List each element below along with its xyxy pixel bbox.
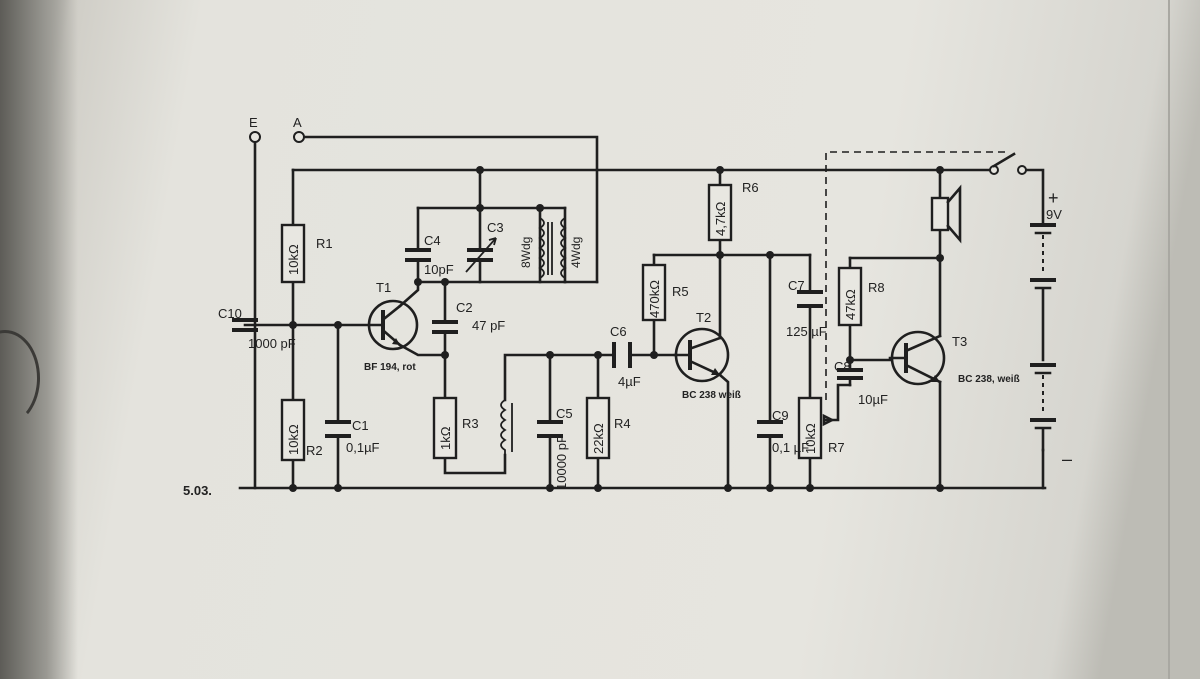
c7-value: 125 µF (786, 324, 827, 339)
c10-value: 1000 pF (248, 336, 296, 351)
page-edge (1168, 0, 1170, 679)
t2-label: T2 (696, 310, 711, 325)
r1-value: 10kΩ (286, 244, 301, 275)
figure-number: 5.03. (183, 483, 212, 498)
c7-label: C7 (788, 278, 805, 293)
r6-value: 4,7kΩ (713, 201, 728, 236)
c2-label: C2 (456, 300, 473, 315)
c9-label: C9 (772, 408, 789, 423)
terminal-a-label: A (293, 115, 302, 130)
transistor-t2 (673, 327, 730, 383)
c6-value: 4µF (618, 374, 641, 389)
transistor-t1 (367, 299, 419, 351)
resistor-r1 (280, 223, 306, 284)
c1-value: 0,1µF (346, 440, 380, 455)
battery-9v (1030, 223, 1056, 452)
c8-value: 10µF (858, 392, 888, 407)
battery-plus-label: + (1048, 188, 1059, 208)
r8-value: 47kΩ (843, 289, 858, 320)
c1-label: C1 (352, 418, 369, 433)
coil-winding1-label: 8Wdg (519, 237, 533, 268)
capacitor-c3-variable (465, 237, 497, 273)
r1-label: R1 (316, 236, 333, 251)
c6-label: C6 (610, 324, 627, 339)
choke-coil (500, 399, 513, 455)
r7-label: R7 (828, 440, 845, 455)
capacitor-c9 (757, 420, 783, 438)
junction-dots (289, 166, 944, 492)
r3-value: 1kΩ (438, 426, 453, 450)
c9-value: 0,1 µF (772, 440, 809, 455)
resistor-r5 (641, 263, 667, 322)
capacitor-c4 (405, 248, 431, 262)
r5-value: 470kΩ (647, 280, 662, 318)
terminal-e (249, 131, 261, 143)
capacitor-c10 (232, 318, 258, 332)
capacitor-c2 (432, 320, 458, 334)
c4-value: 10pF (424, 262, 454, 277)
capacitor-c5 (537, 420, 563, 438)
resistor-r7 (797, 396, 823, 460)
antenna-coil (538, 217, 567, 279)
resistor-r8 (837, 266, 863, 327)
t1-type: BF 194, rot (364, 362, 416, 373)
r4-value: 22kΩ (591, 423, 606, 454)
c5-label: C5 (556, 406, 573, 421)
battery-voltage-label: 9V (1046, 207, 1062, 222)
resistor-r6 (707, 183, 733, 242)
battery-minus-label: – (1062, 449, 1072, 469)
t1-label: T1 (376, 280, 391, 295)
r6-label: R6 (742, 180, 759, 195)
r4-label: R4 (614, 416, 631, 431)
c10-label: C10 (218, 306, 242, 321)
r2-label: R2 (306, 443, 323, 458)
resistor-r4 (585, 396, 611, 460)
t3-label: T3 (952, 334, 967, 349)
r2-value: 10kΩ (286, 424, 301, 455)
capacitor-c7 (797, 290, 823, 308)
power-switch (989, 152, 1027, 175)
speaker-icon (930, 184, 962, 244)
transistor-t3 (888, 330, 946, 386)
c4-label: C4 (424, 233, 441, 248)
t3-type: BC 238, weiß (958, 374, 1020, 385)
resistor-r3 (432, 396, 458, 460)
capacitor-c1 (325, 420, 351, 438)
terminal-e-label: E (249, 115, 258, 130)
r8-label: R8 (868, 280, 885, 295)
c3-label: C3 (487, 220, 504, 235)
r7-value: 10kΩ (803, 423, 818, 454)
r5-label: R5 (672, 284, 689, 299)
capacitor-c6 (612, 342, 632, 368)
c8-label: C8 (834, 359, 851, 374)
r7-wiper-arrow (822, 413, 835, 427)
terminal-a (293, 131, 305, 143)
coil-winding2-label: 4Wdg (569, 237, 583, 268)
r3-label: R3 (462, 416, 479, 431)
resistor-r2 (280, 398, 306, 462)
c5-value: 10000 pF (554, 435, 569, 490)
c2-value: 47 pF (472, 318, 505, 333)
capacitor-c8 (837, 368, 863, 380)
t2-type: BC 238 weiß (682, 390, 741, 401)
